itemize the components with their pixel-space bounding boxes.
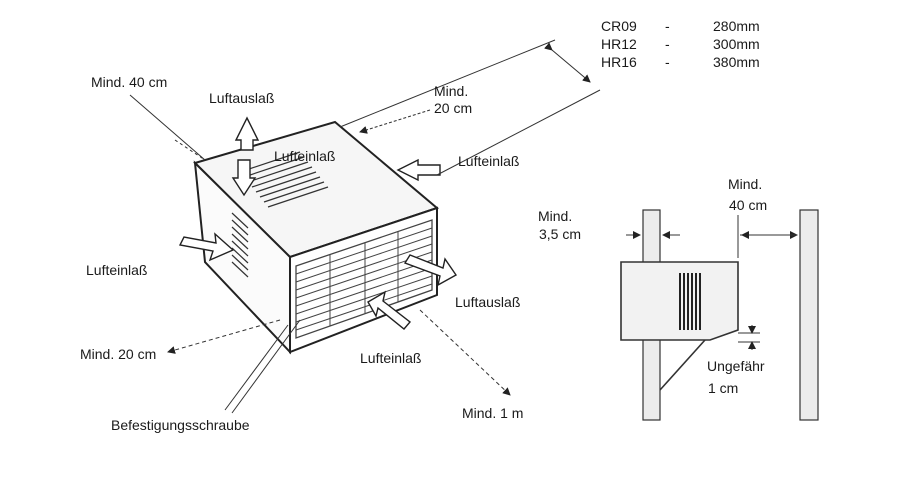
inlet-arrow-right (396, 158, 441, 182)
depth-dimension-arrow (544, 42, 591, 83)
outlet-arrow-top (234, 116, 260, 151)
label-clearance-top-left: Mind. 40 cm (91, 74, 168, 90)
inlet-arrow-left (178, 232, 235, 262)
label-inlet-top: Lufteinlaß (274, 148, 336, 164)
side-grille (231, 212, 249, 278)
label-wall-gap-line1: Mind. (538, 208, 573, 224)
spec-value: 280mm (713, 18, 760, 34)
dimension-lines (129, 39, 601, 414)
top-grille (239, 151, 329, 208)
spec-model: CR09 (601, 18, 637, 34)
spec-row: HR16 - 380mm (601, 53, 801, 71)
label-inlet-bottom: Lufteinlaß (360, 350, 422, 366)
outlet-arrow-front (403, 254, 458, 287)
label-mounting-screw: Befestigungsschraube (111, 417, 250, 433)
spec-sep: - (665, 18, 670, 34)
label-clearance-back-line1: Mind. (434, 83, 469, 99)
inlet-arrow-bottom (367, 290, 412, 330)
label-outlet-top: Luftauslaß (209, 90, 275, 106)
airflow-arrows (178, 116, 458, 330)
spec-sep: - (665, 54, 670, 70)
label-tilt-line1: Ungefähr (707, 358, 765, 374)
spec-model: HR16 (601, 54, 637, 70)
label-clearance-back-line2: 20 cm (434, 100, 473, 116)
spec-value: 380mm (713, 54, 760, 70)
label-outlet-front: Luftauslaß (455, 294, 521, 310)
label-clearance-left: Mind. 20 cm (80, 346, 157, 362)
spec-sep: - (665, 36, 670, 52)
label-wall-gap-line2: 3,5 cm (539, 226, 582, 242)
wall-right (799, 209, 819, 421)
spec-row: HR12 - 300mm (601, 35, 801, 53)
label-tilt-line2: 1 cm (708, 380, 739, 396)
side-view (620, 209, 819, 421)
spec-row: CR09 - 280mm (601, 17, 801, 35)
label-clearance-front: Mind. 1 m (462, 405, 524, 421)
spec-value: 300mm (713, 36, 760, 52)
spec-model: HR12 (601, 36, 637, 52)
inlet-arrow-top (231, 159, 257, 197)
front-grille (295, 219, 433, 339)
label-rear-clearance-line1: Mind. (728, 176, 763, 192)
label-rear-clearance-line2: 40 cm (729, 197, 768, 213)
label-inlet-left: Lufteinlaß (86, 262, 148, 278)
support-bracket (659, 339, 706, 391)
label-inlet-right: Lufteinlaß (458, 153, 520, 169)
